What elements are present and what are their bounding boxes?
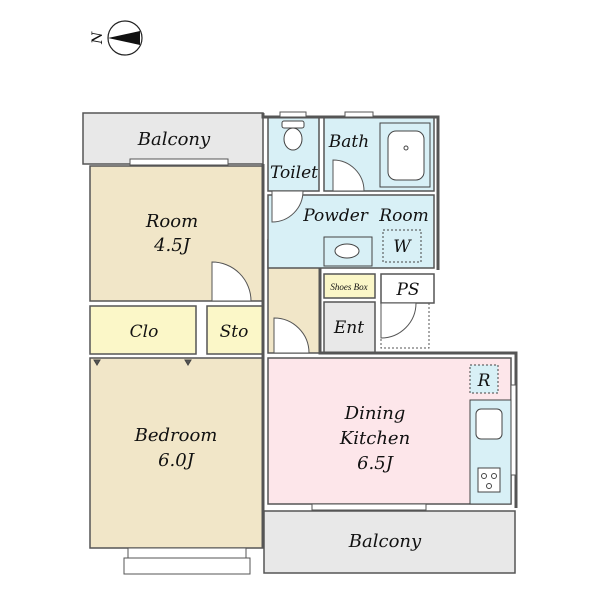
door-dk [273, 317, 310, 354]
bathtub-inner-icon [387, 130, 425, 181]
toilet-bowl-icon [283, 127, 303, 151]
door-toilet [271, 190, 304, 223]
storage-label: Sto [220, 322, 249, 342]
storage [206, 305, 264, 355]
toilet-tank-icon [281, 120, 305, 129]
refrigerator-label: R [477, 371, 491, 391]
window-bedroom-sill [123, 557, 251, 575]
compass-north-label: N [90, 31, 106, 45]
window-room [129, 158, 229, 166]
entrance-label: Ent [333, 318, 364, 338]
sink-icon [334, 243, 360, 259]
bath-label: Bath [328, 132, 369, 152]
windows [123, 111, 517, 575]
pipe-space-label: PS [395, 280, 419, 300]
labels: Balcony Room 4.5J Clo Sto Bedroom 6.0J T… [130, 129, 491, 552]
window-dk [311, 503, 427, 511]
dining-kitchen-label-line1: Dining [344, 403, 406, 424]
bath-drain-icon [403, 145, 409, 151]
compass: N [90, 20, 143, 56]
balcony-top-label: Balcony [137, 129, 211, 150]
closet [89, 305, 197, 355]
door-ps [380, 302, 430, 349]
burner-icon [481, 473, 487, 479]
closet-label: Clo [130, 322, 159, 342]
closet-marker-icon [93, 359, 101, 366]
shoes-box [323, 273, 376, 299]
burner-icon [491, 473, 497, 479]
closet-marker-icon [184, 359, 192, 366]
dining-kitchen-size-label: 6.5J [357, 453, 395, 474]
dining-kitchen-label-line2: Kitchen [339, 428, 410, 449]
window-dk-right [510, 384, 517, 476]
washer-label: W [393, 237, 412, 257]
entrance [323, 301, 376, 354]
washer-space [382, 229, 422, 263]
room-name-label: Room [145, 211, 198, 232]
door-bath [332, 159, 365, 192]
window-bath [344, 111, 374, 118]
window-toilet [279, 111, 307, 118]
room-size-label: 4.5J [153, 235, 192, 256]
balcony-top [82, 112, 264, 165]
kitchen-sink-icon [475, 408, 503, 440]
door-room [211, 261, 252, 302]
bedroom-size-label: 6.0J [158, 450, 196, 471]
powder-room-label: Powder Room [302, 206, 428, 226]
window-bedroom [127, 547, 247, 559]
refrigerator-space [469, 364, 499, 394]
pipe-space [380, 273, 435, 304]
shoes-box-label: Shoes Box [330, 282, 367, 292]
balcony-bottom-label: Balcony [348, 531, 422, 552]
burner-icon [486, 483, 492, 489]
compass-needle-icon [108, 31, 140, 45]
bedroom-name-label: Bedroom [134, 425, 218, 446]
doors [211, 159, 430, 354]
bedroom [89, 357, 264, 549]
door-entrance [380, 302, 417, 339]
balcony-bottom [263, 510, 516, 574]
toilet-label: Toilet [270, 163, 318, 183]
fixtures [93, 120, 512, 505]
